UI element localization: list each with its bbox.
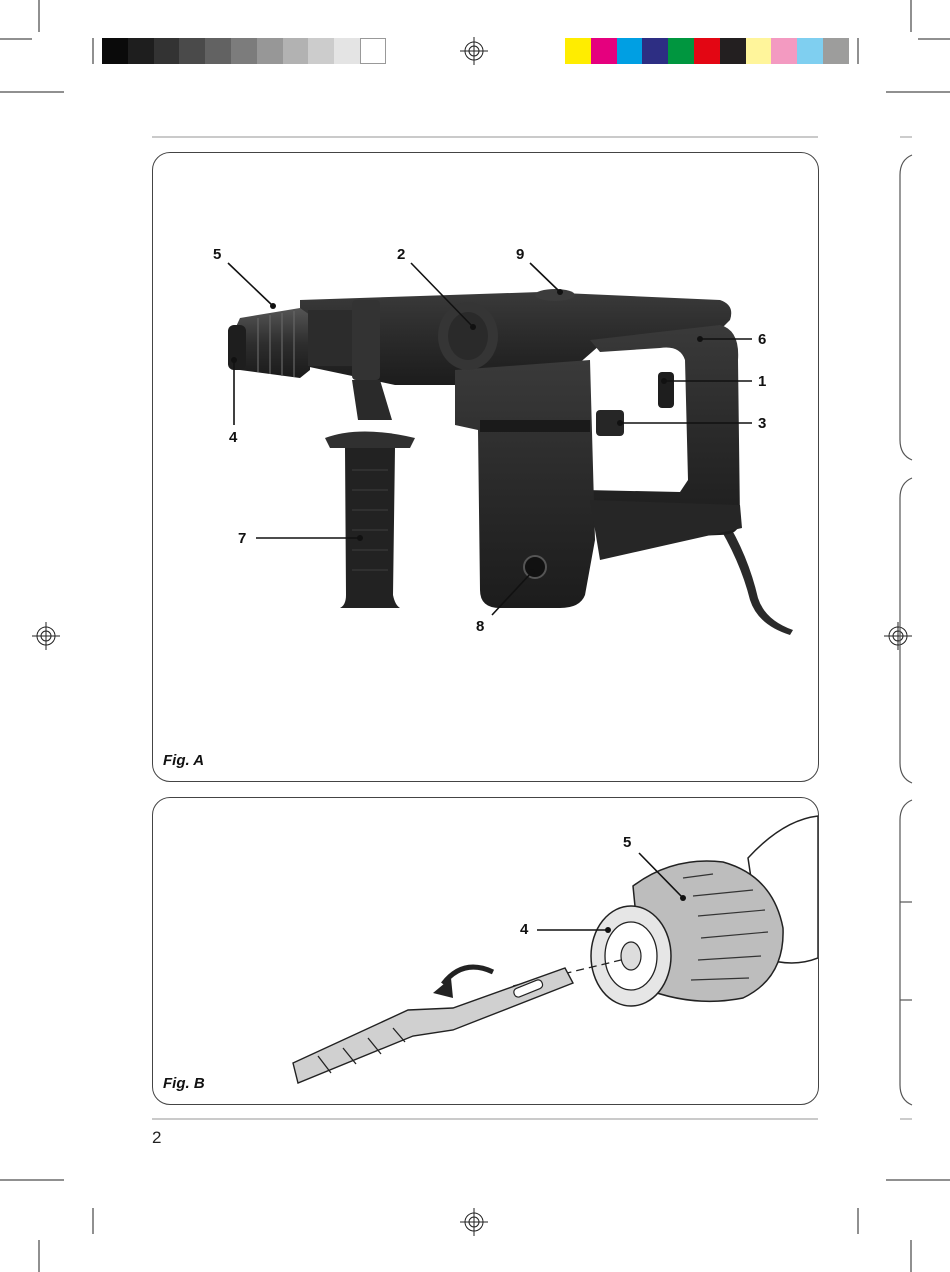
callout-1: 1 [758,374,766,389]
page-number: 2 [152,1128,161,1148]
callout-9: 9 [516,247,524,262]
callout-2: 2 [397,247,405,262]
fig-b-callout-4: 4 [520,922,528,937]
callout-8: 8 [476,619,484,634]
chuck-insertion-illustration [153,798,818,1104]
callout-6: 6 [758,332,766,347]
callout-7: 7 [238,531,246,546]
figure-a-label: Fig. A [163,752,204,769]
fig-b-callout-5: 5 [623,835,631,850]
figure-b-panel [152,797,819,1105]
figure-b-label: Fig. B [163,1075,205,1092]
callout-5: 5 [213,247,221,262]
callout-3: 3 [758,416,766,431]
callout-4: 4 [229,430,237,445]
